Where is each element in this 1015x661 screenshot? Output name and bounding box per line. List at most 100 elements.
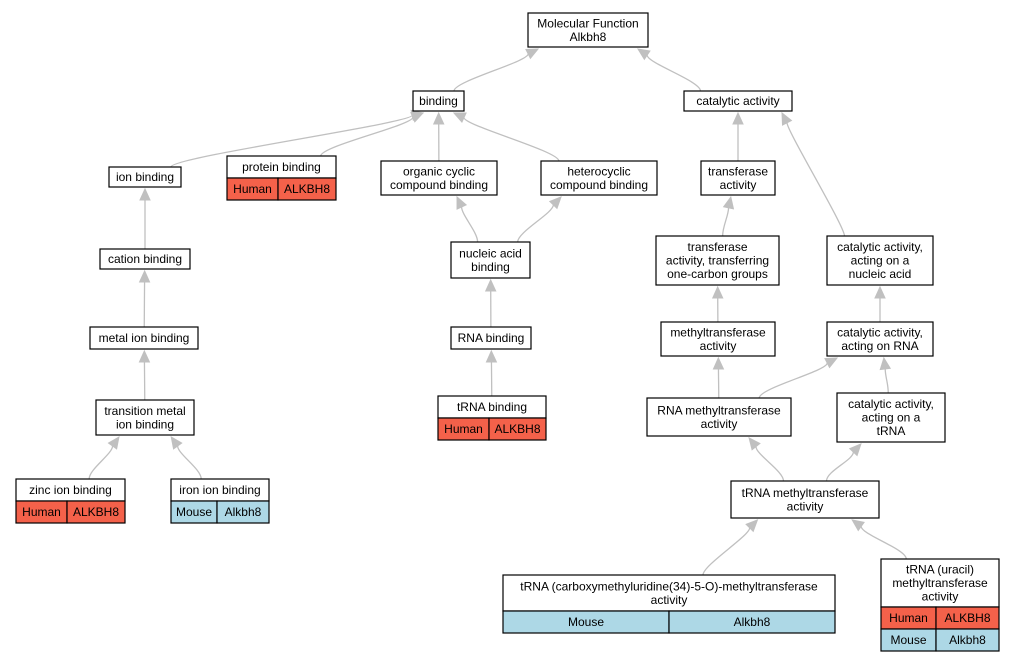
arrowhead [452,112,467,124]
term-box [412,90,465,112]
go-term-trna-uracil[interactable]: tRNA (uracil)methyltransferaseactivityHu… [880,558,1000,652]
go-term-catalytic-rna[interactable]: catalytic activity,acting on RNA [826,321,934,357]
gene-symbol: Alkbh8 [225,505,262,519]
gene-symbol: ALKBH8 [494,422,540,436]
arrowhead [732,111,744,125]
gene-cell [935,628,1000,652]
term-label: iron ion binding [179,483,260,497]
gene-cell [488,417,547,441]
term-label: methyltransferase [892,576,988,590]
go-term-cation-binding[interactable]: cation binding [99,248,191,270]
gene-symbol: Alkbh8 [734,615,771,629]
term-label: binding [471,260,510,274]
term-box [450,241,531,279]
arrowhead [824,357,839,369]
term-box [880,558,1000,608]
arrowhead [851,519,865,532]
edge-catalytic_trna-to-catalytic_rna [884,368,889,394]
edge-ion_binding-to-binding [170,114,413,168]
edge-trna_cm5u-to-trna_methyltransferase [702,527,751,576]
edge-trna_methyltransferase-to-rna_methyltransferase [755,446,785,482]
term-label: binding [419,94,458,108]
go-term-trna-cm5u[interactable]: tRNA (carboxymethyluridine(34)-5-O)-meth… [502,574,836,634]
term-label: organic cyclic [403,164,475,178]
term-label: methyltransferase [670,325,766,339]
go-term-binding[interactable]: binding [412,90,465,112]
term-label: zinc ion binding [29,483,112,497]
term-box [380,160,498,196]
term-label: heterocyclic [567,164,630,178]
edge-heterocyclic-to-binding [463,116,560,162]
gene-symbol: ALKBH8 [944,611,990,625]
term-label: catalytic activity, [837,240,923,254]
term-label: activity [787,499,824,513]
term-label: tRNA (carboxymethyluridine(34)-5-O)-meth… [520,579,818,593]
arrowhead [170,436,183,450]
term-label: cation binding [108,252,182,266]
term-label: transferase [687,240,747,254]
edge-rna_methyltransferase-to-catalytic_rna [758,362,828,399]
term-label: catalytic activity [696,94,779,108]
species-label: Mouse [568,615,604,629]
term-label: tRNA [877,424,906,438]
gene-symbol: ALKBH8 [73,505,119,519]
term-label: protein binding [242,160,321,174]
term-label: ion binding [116,170,174,184]
arrowhead [879,356,892,371]
species-label: Human [889,611,928,625]
go-term-catalytic-activity[interactable]: catalytic activity [683,90,793,112]
gene-symbol: Alkbh8 [949,633,986,647]
term-label: acting on RNA [841,339,918,353]
go-term-metal-ion-binding[interactable]: metal ion binding [89,326,199,350]
term-box [527,12,649,48]
term-label: activity, transferring [666,254,769,268]
term-label: one-carbon groups [667,267,768,281]
edge-transferase_one_carbon-to-transferase [721,207,730,237]
edge-catalytic_activity-to-molecular_function [646,54,702,92]
edge-trna_methyltransferase-to-catalytic_trna [825,451,855,482]
term-label: compound binding [390,178,488,192]
arrowhead [722,195,735,210]
arrowhead [748,437,761,451]
arrowhead [548,196,562,210]
edge-nucleic_acid_binding-to-heterocyclic [516,204,555,243]
term-label: acting on a [862,411,921,425]
go-term-ion-binding[interactable]: ion binding [108,166,182,188]
term-box [826,321,934,357]
arrowhead [525,48,540,60]
arrowhead [432,111,445,125]
arrowhead [456,195,468,210]
term-label: activity [701,417,738,431]
edge-binding-to-molecular_function [453,53,529,92]
term-label: nucleic acid [849,267,912,281]
term-box [826,235,934,286]
edge-catalytic_nucleic-to-catalytic_activity [786,122,846,237]
edge-protein_binding-to-binding [320,116,414,157]
go-term-rna-binding[interactable]: RNA binding [450,326,532,350]
term-box [683,90,793,112]
species-label: Mouse [890,633,926,647]
species-label: Human [22,505,61,519]
arrowhead [711,285,724,299]
term-box [836,392,946,443]
species-label: Human [444,422,483,436]
term-label: tRNA (uracil) [906,563,974,577]
term-label: activity [922,590,959,604]
